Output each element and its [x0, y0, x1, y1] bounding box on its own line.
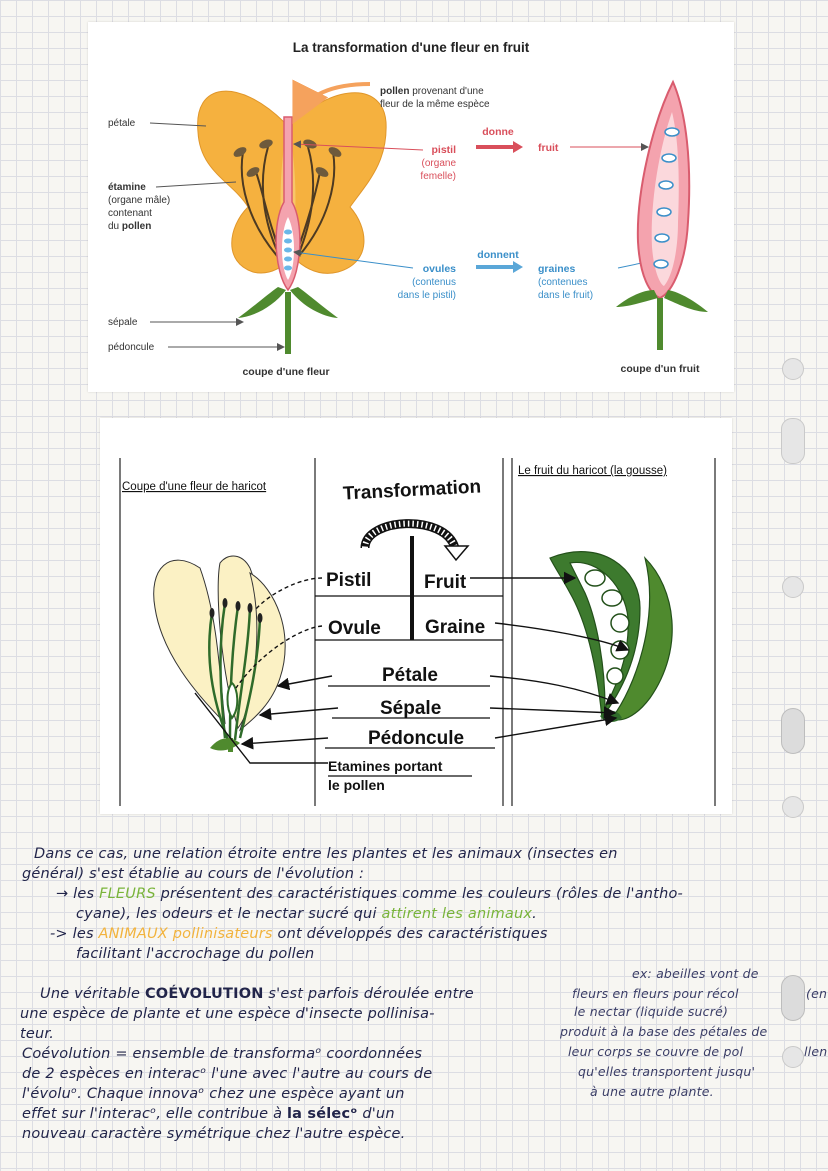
label-etamine-detail2: contenant — [108, 208, 152, 219]
note-p2-line2: une espèce de plante et une espèce d'ins… — [20, 1006, 435, 1022]
label-ovules-detail2: dans le pistil) — [398, 290, 456, 301]
label-ovules: ovules — [423, 263, 456, 275]
note-side-7: à une autre plante. — [590, 1084, 714, 1099]
binder-hole — [782, 1046, 804, 1068]
label-pistil-detail1: (organe — [422, 158, 457, 169]
fruit-illustration — [616, 79, 708, 350]
label-pedoncule: pédoncule — [108, 342, 155, 353]
diagram-title: La transformation d'une fleur en fruit — [293, 40, 530, 55]
binder-hole — [781, 975, 805, 1021]
label-etamine-detail1: (organe mâle) — [108, 195, 170, 206]
row-etamines-line2: le pollen — [328, 777, 385, 793]
label-graines-detail2: dans le fruit) — [538, 290, 593, 301]
transformation-arrow-icon — [443, 545, 470, 562]
bean-flower-diagram-card: Coupe d'une fleur de haricot Transformat… — [100, 418, 732, 814]
label-donne: donne — [482, 126, 514, 138]
note-bullet1-line2: cyane), les odeurs et le nectar sucré qu… — [76, 906, 537, 922]
note-side-1: ex: abeilles vont de — [632, 966, 759, 981]
label-graines-detail1: (contenues — [538, 277, 587, 288]
note-def-line2: de 2 espèces en interacᵒ l'une avec l'au… — [22, 1066, 433, 1082]
note-p1-line2: général) s'est établie au cours de l'évo… — [22, 866, 365, 882]
caption-coupe-fleur: coupe d'une fleur — [242, 366, 329, 378]
note-side-6: qu'elles transportent jusqu' — [578, 1064, 756, 1079]
note-p2-line1: Une véritable COÉVOLUTION s'est parfois … — [40, 986, 474, 1002]
row-pistil: Pistil — [326, 570, 371, 591]
heading-coupe-fleur-haricot: Coupe d'une fleur de haricot — [122, 481, 267, 493]
note-side-4: produit à la base des pétales de — [560, 1024, 768, 1039]
binder-hole — [782, 576, 804, 598]
row-graine: Graine — [425, 617, 485, 638]
note-bullet2-line2: facilitant l'accrochage du pollen — [76, 946, 315, 962]
donne-arrow-icon — [476, 141, 523, 153]
bean-pod-illustration — [549, 551, 673, 722]
label-pistil-detail2: femelle) — [420, 171, 456, 182]
bean-flower-diagram: Coupe d'une fleur de haricot Transformat… — [119, 458, 716, 806]
note-bullet1-line1: → les FLEURS présentent des caractéristi… — [56, 886, 683, 902]
heading-transformation: Transformation — [342, 476, 481, 504]
note-def-line3: l'évoluᵒ. Chaque innovaᵒ chez une espèce… — [22, 1086, 405, 1102]
note-bullet2-line1: -> les ANIMAUX pollinisateurs ont dévelo… — [50, 926, 548, 942]
row-petale: Pétale — [382, 665, 438, 686]
row-pedoncule: Pédoncule — [368, 728, 464, 749]
note-p1-line1: Dans ce cas, une relation étroite entre … — [34, 846, 618, 862]
note-margin-fragment-2: llen — [804, 1044, 828, 1059]
note-def-line4: effet sur l'interacᵒ, elle contribue à l… — [22, 1106, 395, 1122]
note-side-5: leur corps se couvre de pol — [568, 1044, 744, 1059]
label-etamine: étamine — [108, 182, 146, 193]
label-pollen-line2: fleur de la même espèce — [380, 99, 490, 110]
label-sepale: sépale — [108, 317, 138, 328]
note-p2-line3: teur. — [20, 1026, 55, 1042]
row-etamines-line1: Etamines portant — [328, 758, 443, 774]
label-graines: graines — [538, 263, 576, 275]
pollen-arrow — [292, 79, 371, 125]
note-def-line5: nouveau caractère symétrique chez l'autr… — [22, 1126, 406, 1142]
note-side-2: fleurs en fleurs pour récol — [572, 986, 739, 1001]
donnent-arrow-icon — [476, 261, 523, 273]
flower-to-fruit-diagram: La transformation d'une fleur en fruit — [108, 40, 708, 378]
binder-hole — [781, 708, 805, 754]
binder-hole — [782, 358, 804, 380]
bean-flower-illustration — [153, 555, 286, 752]
label-fruit: fruit — [538, 142, 559, 154]
caption-coupe-fruit: coupe d'un fruit — [621, 363, 700, 375]
label-donnent: donnent — [477, 249, 519, 261]
label-petale: pétale — [108, 118, 136, 129]
label-pollen: pollen provenant d'une — [380, 86, 484, 97]
note-side-3: le nectar (liquide sucré) — [574, 1004, 729, 1019]
flower-illustration — [197, 90, 387, 354]
label-etamine-detail3: du pollen — [108, 221, 151, 232]
label-ovules-detail1: (contenus — [412, 277, 456, 288]
label-pistil: pistil — [431, 144, 456, 156]
flower-to-fruit-diagram-card: La transformation d'une fleur en fruit — [88, 22, 734, 392]
note-margin-fragment-1: (en — [806, 986, 828, 1001]
heading-fruit-haricot: Le fruit du haricot (la gousse) — [518, 465, 667, 477]
row-sepale: Sépale — [380, 698, 441, 719]
row-ovule: Ovule — [328, 618, 381, 639]
row-fruit: Fruit — [424, 572, 467, 593]
note-def-line1: Coévolution = ensemble de transformaᵒ co… — [22, 1046, 423, 1062]
binder-hole — [782, 796, 804, 818]
binder-hole — [781, 418, 805, 464]
